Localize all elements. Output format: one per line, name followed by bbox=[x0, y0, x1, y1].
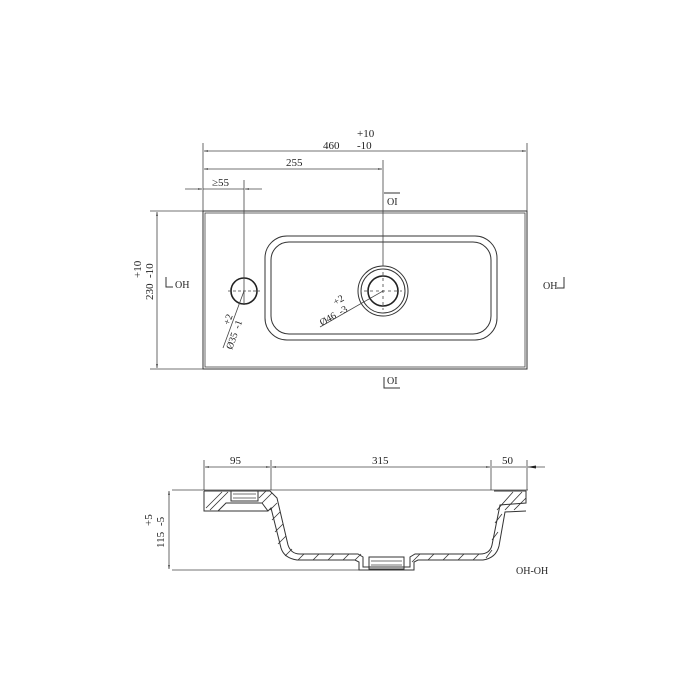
svg-text:OH: OH bbox=[543, 281, 557, 292]
basin-outer bbox=[264, 235, 498, 341]
svg-text:OI: OI bbox=[387, 197, 398, 208]
height-tol-minus: -5 bbox=[155, 516, 167, 526]
section-mark-left: OH bbox=[165, 277, 189, 291]
height-tol-plus: +5 bbox=[143, 514, 155, 526]
right-rim-value: 50 bbox=[502, 455, 514, 467]
section-mark-bottom: OI bbox=[383, 376, 400, 389]
svg-text:OI: OI bbox=[387, 376, 398, 387]
tap-offset-value: ≥55 bbox=[212, 177, 230, 189]
basin-inner bbox=[270, 241, 492, 335]
section-mark-right: OH bbox=[543, 277, 565, 292]
tap-diameter-value: Ø35 bbox=[224, 331, 240, 351]
basin-width-value: 315 bbox=[372, 455, 389, 467]
section-view: 95 315 50 115 -5 +5 bbox=[143, 455, 548, 577]
sink-outline-inner bbox=[204, 212, 526, 368]
section-label: OH-OH bbox=[516, 566, 548, 577]
svg-text:OH: OH bbox=[175, 280, 189, 291]
tap-diameter-tol-minus: -1 bbox=[232, 319, 245, 331]
drain-diameter-value: Ø46 bbox=[318, 310, 338, 328]
section-mark-top: OI bbox=[384, 192, 400, 208]
width-tol-minus: -10 bbox=[357, 140, 372, 152]
section-hatching bbox=[205, 490, 527, 563]
depth-tol-minus: -10 bbox=[144, 263, 156, 278]
tap-diameter-tol-plus: +2 bbox=[222, 313, 236, 327]
depth-value: 230 bbox=[144, 283, 156, 300]
drain-hole bbox=[367, 275, 399, 307]
width-value: 460 bbox=[323, 140, 340, 152]
drain-diameter-tol-plus: +2 bbox=[332, 293, 347, 308]
sink-outline bbox=[202, 210, 528, 370]
left-rim-value: 95 bbox=[230, 455, 242, 467]
height-value: 115 bbox=[155, 531, 167, 548]
depth-tol-plus: +10 bbox=[132, 260, 144, 278]
top-view: 460 -10 +10 255 ≥55 230 -10 +10 Ø35 -1 +… bbox=[132, 128, 565, 389]
section-profile-outer bbox=[204, 490, 527, 568]
drain-offset-value: 255 bbox=[286, 157, 303, 169]
width-tol-plus: +10 bbox=[357, 128, 375, 140]
